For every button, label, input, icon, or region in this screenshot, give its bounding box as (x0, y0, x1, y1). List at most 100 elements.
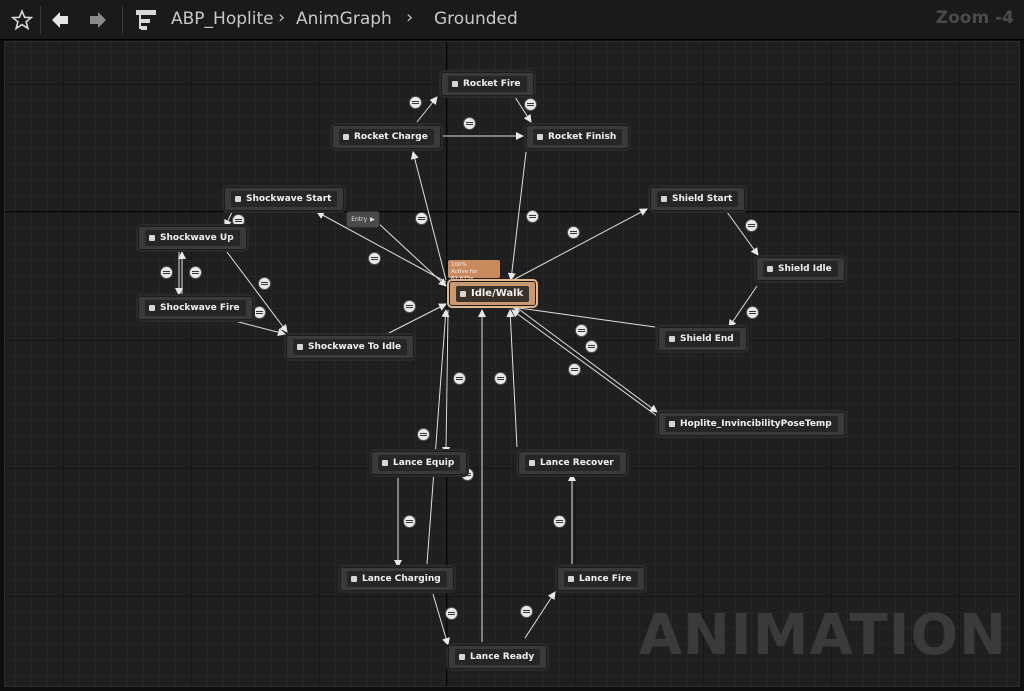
transition-rule-icon[interactable] (259, 278, 270, 289)
transition-rule-icon[interactable] (569, 364, 580, 375)
transition-rule-icon[interactable] (404, 301, 415, 312)
breadcrumb-item[interactable]: AnimGraph (296, 9, 392, 29)
transition-wire[interactable] (410, 151, 447, 281)
transition-wire[interactable] (416, 96, 438, 123)
transition-wire[interactable] (426, 309, 450, 565)
entry-node[interactable]: Entry ▶ (347, 212, 379, 227)
state-icon (235, 196, 241, 202)
active-duration: Active for 62.675s (451, 269, 478, 282)
state-label: Lance Ready (470, 652, 535, 662)
transition-rule-icon[interactable] (454, 373, 465, 384)
state-icon (568, 576, 574, 582)
state-label: Shield Idle (778, 264, 832, 274)
breadcrumb-item[interactable]: ABP_Hoplite (171, 9, 274, 29)
state-node-lance-ready[interactable]: Lance Ready (448, 645, 548, 669)
transition-rule-icon[interactable] (462, 469, 473, 480)
toolbar-separator (40, 6, 41, 34)
graph-toolbar: ABP_Hoplite › AnimGraph › Grounded Zoom … (0, 0, 1024, 40)
state-node-rocket-fire[interactable]: Rocket Fire (441, 72, 534, 96)
favorite-star-icon[interactable] (10, 6, 34, 34)
state-icon (351, 576, 357, 582)
state-icon (669, 421, 675, 427)
state-icon (382, 460, 388, 466)
state-icon (149, 235, 155, 241)
state-node-shield-start[interactable]: Shield Start (650, 187, 746, 211)
transition-wires (175, 96, 759, 646)
state-icon (343, 134, 349, 140)
state-machine-graph[interactable]: Entry ▶ 100% Active for 62.675s Rocket F… (4, 41, 1020, 687)
state-node-shockwave-fire[interactable]: Shockwave Fire (138, 296, 253, 320)
state-node-hoplite-invincibility[interactable]: Hoplite_InvincibilityPoseTemp (658, 412, 845, 436)
state-node-rocket-charge[interactable]: Rocket Charge (332, 125, 441, 149)
state-icon (661, 196, 667, 202)
transition-wire[interactable] (514, 96, 532, 123)
state-label: Idle/Walk (471, 288, 524, 299)
transition-rule-icon[interactable] (464, 118, 475, 129)
transition-wire[interactable] (224, 209, 234, 228)
transition-rule-icon[interactable] (161, 267, 172, 278)
transition-wire[interactable] (316, 211, 447, 283)
transition-rule-icon[interactable] (254, 307, 265, 318)
graph-hierarchy-icon[interactable] (132, 6, 160, 34)
state-node-rocket-finish[interactable]: Rocket Finish (526, 125, 630, 149)
transition-wire[interactable] (506, 309, 518, 448)
transition-rule-icon[interactable] (416, 213, 427, 224)
state-node-shockwave-start[interactable]: Shockwave Start (224, 187, 345, 211)
forward-arrow-icon[interactable] (86, 6, 110, 34)
transition-rule-icon[interactable] (527, 211, 538, 222)
transition-wire[interactable] (432, 593, 450, 646)
breadcrumb-chevron-icon: › (406, 7, 414, 28)
transition-wire[interactable] (511, 304, 656, 328)
state-node-lance-equip[interactable]: Lance Equip (371, 451, 468, 475)
transition-rule-icon[interactable] (554, 516, 565, 527)
transition-rule-icon[interactable] (369, 253, 380, 264)
back-arrow-icon[interactable] (48, 6, 72, 34)
transition-rule-icon[interactable] (446, 608, 457, 619)
state-node-shield-idle[interactable]: Shield Idle (756, 257, 845, 281)
transition-rule-icon[interactable] (190, 267, 201, 278)
state-icon (459, 654, 465, 660)
transition-wire[interactable] (511, 303, 658, 413)
state-icon (460, 290, 466, 297)
transition-wire[interactable] (511, 309, 658, 417)
state-node-shockwave-to-idle[interactable]: Shockwave To Idle (286, 335, 415, 359)
transition-rule-icon[interactable] (747, 307, 758, 318)
state-icon (767, 266, 773, 272)
zoom-level: Zoom -4 (935, 8, 1014, 28)
state-node-shockwave-up[interactable]: Shockwave Up (138, 226, 247, 250)
entry-label: Entry (351, 216, 368, 223)
transition-rule-icon[interactable] (404, 516, 415, 527)
transition-wire[interactable] (726, 211, 759, 256)
transition-wire[interactable] (507, 151, 527, 281)
transition-rule-icon[interactable] (233, 215, 244, 226)
transition-rule-icon[interactable] (495, 373, 506, 384)
state-node-lance-charging[interactable]: Lance Charging (340, 567, 454, 591)
breadcrumb-chevron-icon: › (278, 7, 286, 28)
transition-wire[interactable] (728, 285, 758, 328)
state-label: Lance Equip (393, 458, 455, 468)
transition-rule-icon[interactable] (568, 227, 579, 238)
state-node-lance-fire[interactable]: Lance Fire (557, 567, 645, 591)
transition-rule-icon[interactable] (586, 341, 597, 352)
toolbar-separator (122, 6, 123, 34)
transition-rule-icon[interactable] (525, 99, 536, 110)
state-node-shield-end[interactable]: Shield End (658, 327, 747, 351)
state-label: Lance Recover (540, 458, 614, 468)
transition-rule-icon[interactable] (576, 325, 587, 336)
breadcrumb-current: Grounded (434, 9, 518, 29)
state-label: Shield Start (672, 194, 733, 204)
state-node-idle-walk[interactable]: Idle/Walk (449, 281, 537, 306)
transition-wire[interactable] (442, 309, 451, 455)
transition-wire[interactable] (230, 319, 286, 337)
transition-rule-icon[interactable] (746, 220, 757, 231)
transition-wire[interactable] (524, 591, 556, 639)
transition-wire[interactable] (226, 251, 288, 333)
transition-rule-icon[interactable] (521, 606, 532, 617)
transition-wire[interactable] (388, 303, 447, 334)
state-label: Shockwave Start (246, 194, 332, 204)
state-node-lance-recover[interactable]: Lance Recover (518, 451, 627, 475)
transition-rule-icon[interactable] (410, 97, 421, 108)
transition-wire[interactable] (512, 208, 648, 281)
transition-wire[interactable] (376, 221, 447, 287)
transition-rule-icon[interactable] (418, 429, 429, 440)
